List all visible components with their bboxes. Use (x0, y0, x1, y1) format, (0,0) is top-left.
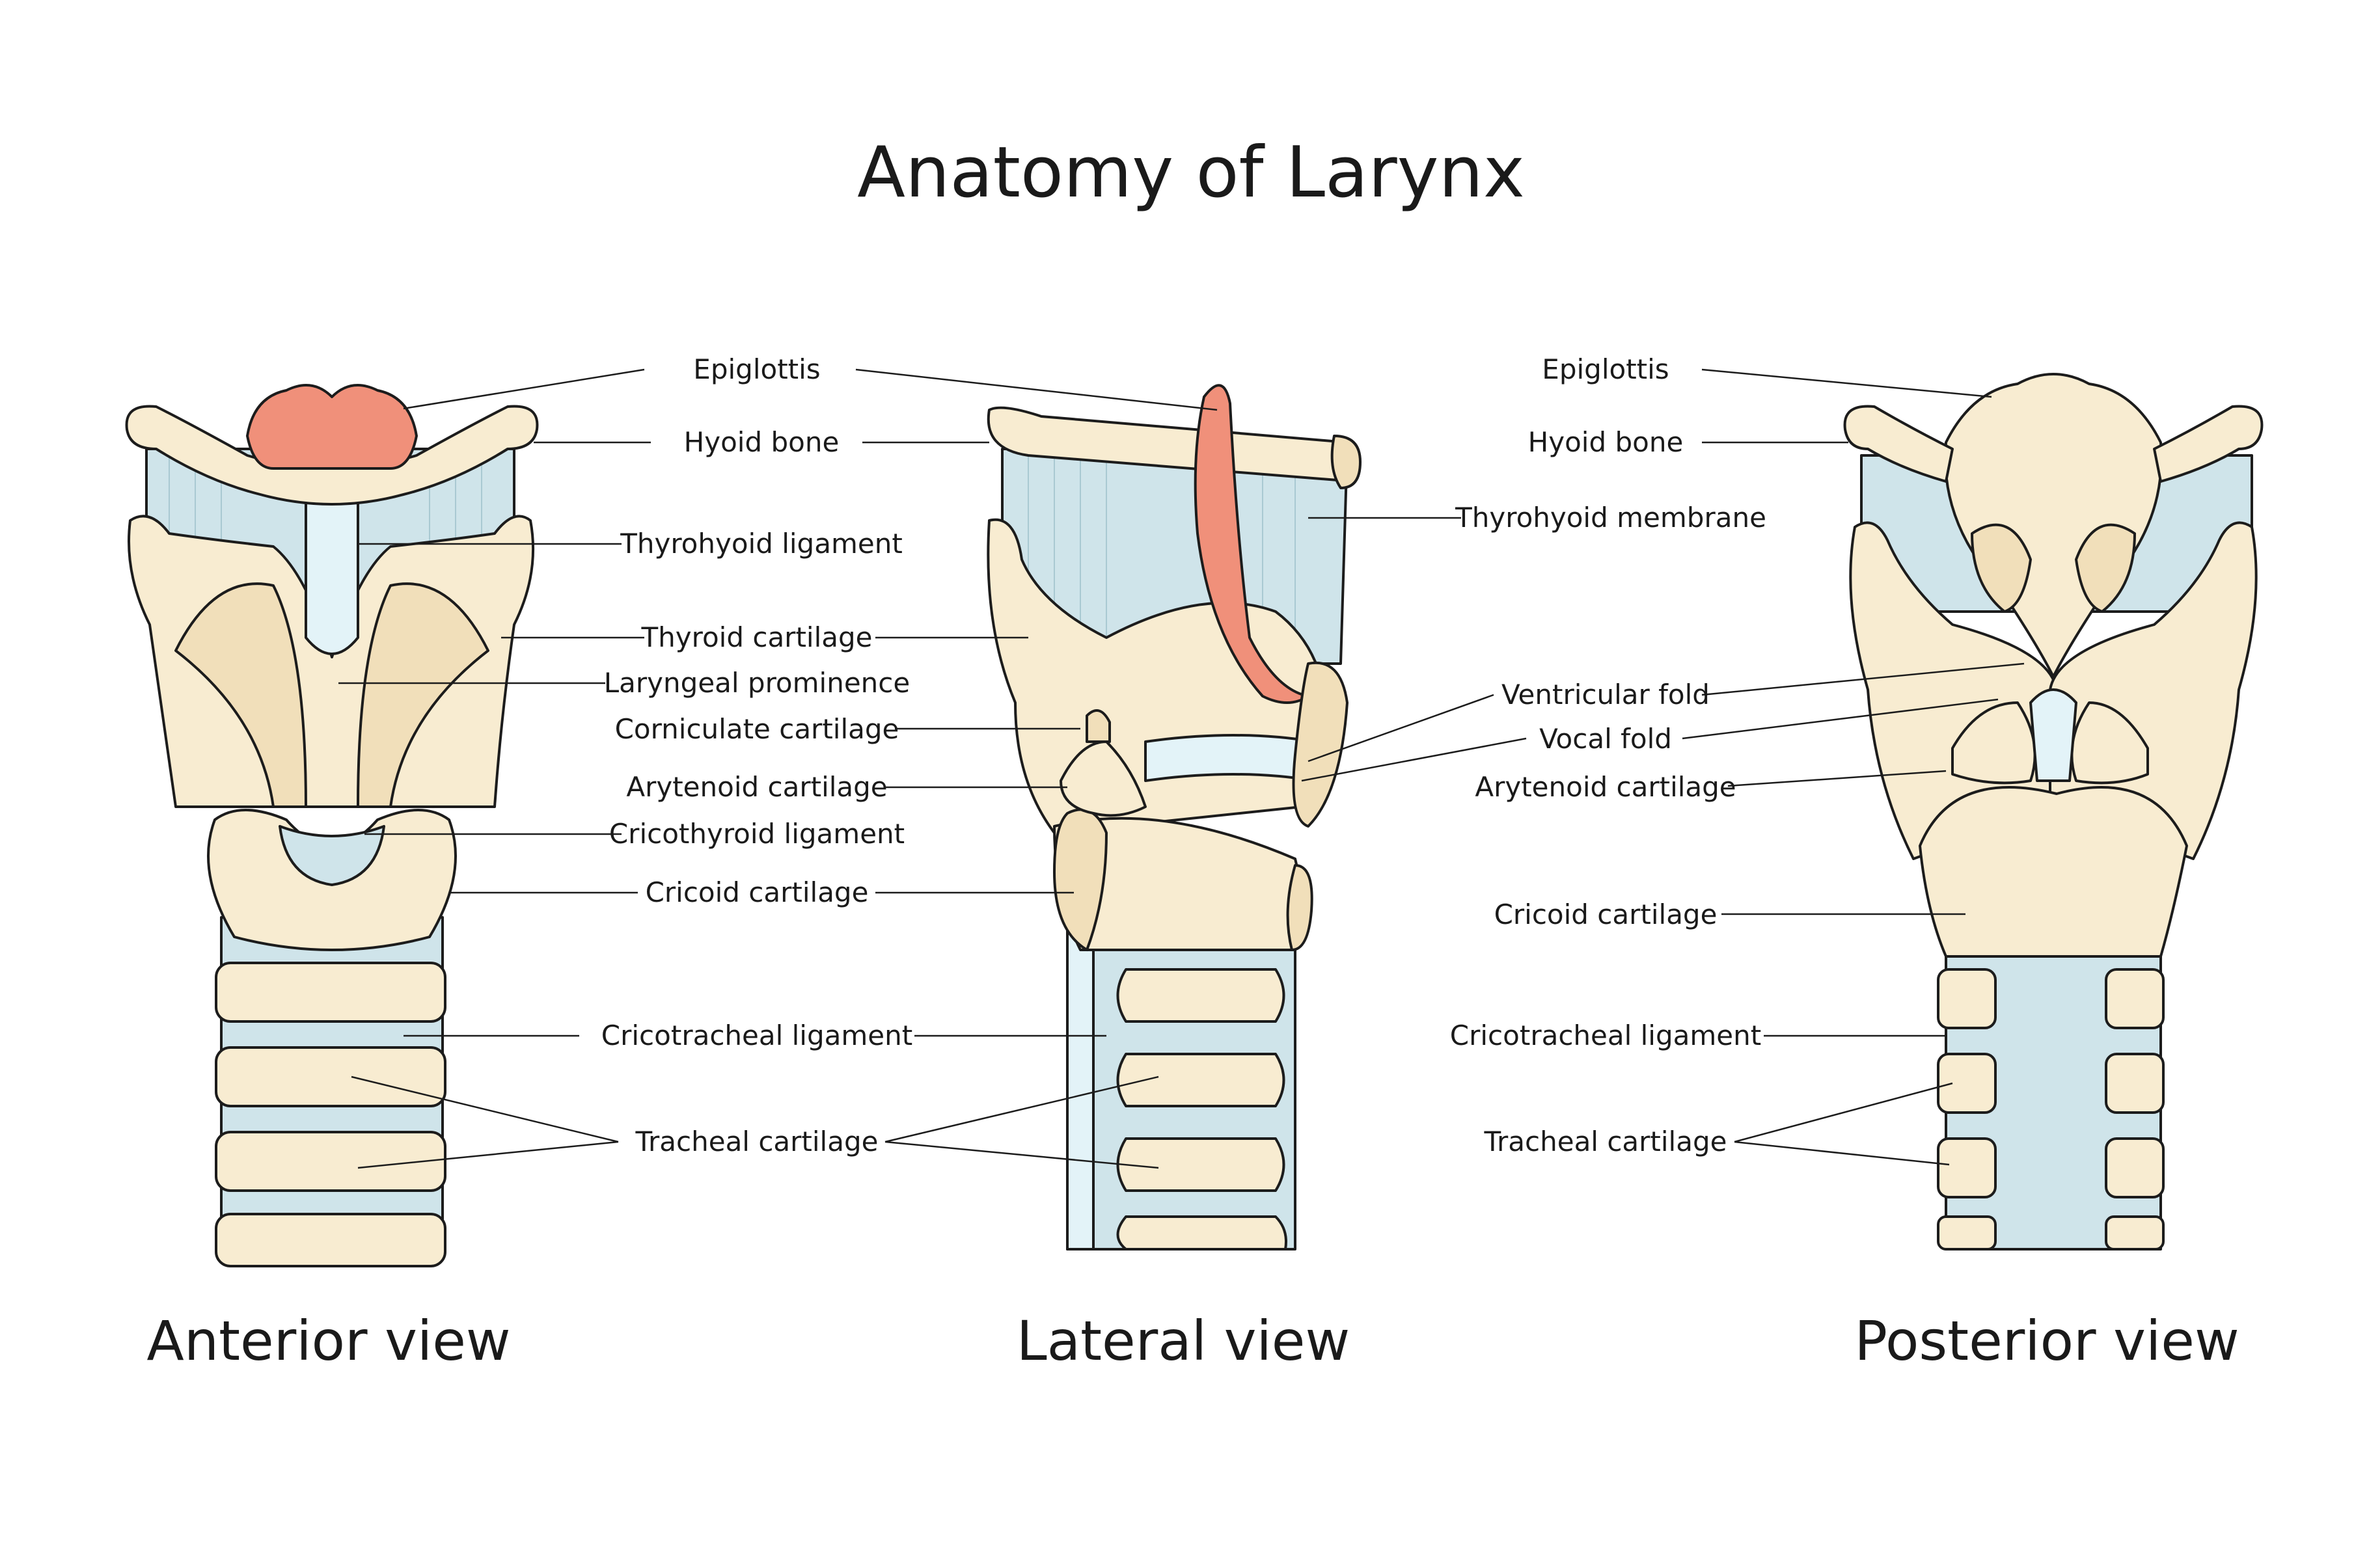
label-corniculate-cartilage: Corniculate cartilage (615, 713, 899, 745)
leader-lines (338, 368, 2025, 1169)
label-vocal-fold: Vocal fold (1539, 723, 1672, 755)
caption-anterior-view: Anterior view (146, 1309, 510, 1373)
label-arytenoid-cartilage: Arytenoid cartilage (626, 771, 887, 803)
caption-posterior-view: Posterior view (1854, 1309, 2239, 1373)
lateral-labels: Thyrohyoid membrane Ventricular fold Voc… (1455, 502, 1766, 755)
posterior-view-illustration (1843, 373, 2264, 1250)
label-laryngeal-prominence: Laryngeal prominence (604, 667, 910, 699)
label-posterior-tracheal-cartilage: Tracheal cartilage (1484, 1126, 1727, 1157)
label-posterior-cricoid-cartilage: Cricoid cartilage (1494, 899, 1718, 930)
caption-lateral-view: Lateral view (1017, 1309, 1350, 1373)
label-thyrohyoid-ligament: Thyrohyoid ligament (620, 528, 903, 560)
label-epiglottis: Epiglottis (693, 353, 820, 385)
anterior-labels: Epiglottis Hyoid bone Thyrohyoid ligamen… (601, 353, 912, 1157)
lateral-view-illustration (987, 384, 1362, 1250)
label-thyroid-cartilage: Thyroid cartilage (641, 621, 873, 653)
diagram-title: Anatomy of Larynx (857, 132, 1525, 213)
label-posterior-epiglottis: Epiglottis (1542, 353, 1669, 385)
label-thyrohyoid-membrane: Thyrohyoid membrane (1455, 502, 1766, 534)
label-ventricular-fold: Ventricular fold (1501, 679, 1710, 710)
label-posterior-hyoid-bone: Hyoid bone (1528, 426, 1684, 458)
label-cricoid-cartilage: Cricoid cartilage (646, 876, 869, 908)
anterior-view-illustration (125, 384, 539, 1267)
label-posterior-cricotracheal-ligament: Cricotracheal ligament (1450, 1020, 1761, 1051)
label-tracheal-cartilage: Tracheal cartilage (635, 1126, 879, 1157)
label-posterior-arytenoid-cartilage: Arytenoid cartilage (1475, 771, 1736, 803)
posterior-labels: Epiglottis Hyoid bone Arytenoid cartilag… (1450, 353, 1761, 1157)
label-cricotracheal-ligament: Cricotracheal ligament (601, 1020, 912, 1051)
label-cricothyroid-ligament: Cricothyroid ligament (609, 818, 905, 850)
label-hyoid-bone: Hyoid bone (684, 426, 840, 458)
